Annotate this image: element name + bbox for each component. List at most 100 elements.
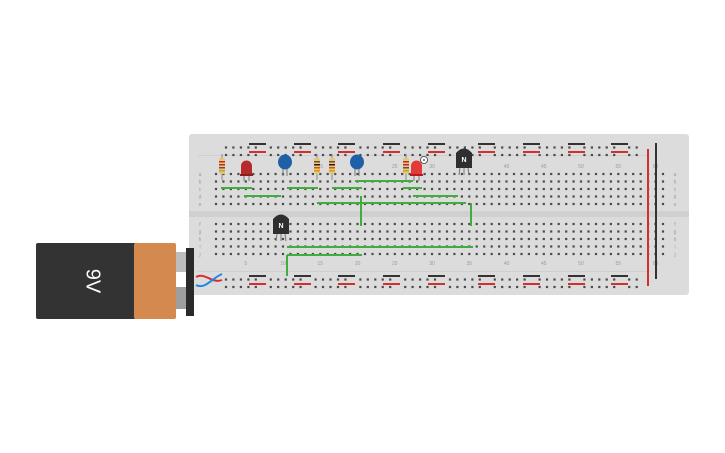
breadboard-hole[interactable] xyxy=(378,222,381,226)
breadboard-hole[interactable] xyxy=(404,146,407,149)
breadboard-hole[interactable] xyxy=(535,230,538,233)
breadboard-hole[interactable] xyxy=(237,252,240,256)
resistor[interactable] xyxy=(403,154,409,180)
breadboard-hole[interactable] xyxy=(468,222,471,226)
breadboard-hole[interactable] xyxy=(661,195,665,198)
breadboard-hole[interactable] xyxy=(538,285,541,289)
breadboard-hole[interactable] xyxy=(505,202,508,206)
breadboard-hole[interactable] xyxy=(438,222,441,226)
breadboard-hole[interactable] xyxy=(520,187,523,191)
breadboard-hole[interactable] xyxy=(237,195,240,198)
breadboard-hole[interactable] xyxy=(475,195,478,198)
breadboard-hole[interactable] xyxy=(252,222,255,226)
breadboard-hole[interactable] xyxy=(433,278,437,281)
breadboard-hole[interactable] xyxy=(214,245,218,248)
breadboard-hole[interactable] xyxy=(542,222,545,226)
breadboard-hole[interactable] xyxy=(617,237,620,241)
breadboard-hole[interactable] xyxy=(560,153,563,157)
breadboard-hole[interactable] xyxy=(572,202,575,206)
breadboard-hole[interactable] xyxy=(232,285,235,289)
breadboard-hole[interactable] xyxy=(460,187,463,191)
breadboard-hole[interactable] xyxy=(538,146,541,149)
breadboard-hole[interactable] xyxy=(635,285,638,289)
breadboard-hole[interactable] xyxy=(356,230,359,233)
breadboard-hole[interactable] xyxy=(557,195,560,198)
breadboard-hole[interactable] xyxy=(229,180,232,183)
breadboard-hole[interactable] xyxy=(430,230,434,233)
breadboard-hole[interactable] xyxy=(426,146,429,149)
breadboard-hole[interactable] xyxy=(356,172,359,176)
breadboard-hole[interactable] xyxy=(222,180,225,183)
breadboard-hole[interactable] xyxy=(269,278,272,281)
breadboard-hole[interactable] xyxy=(289,230,292,233)
breadboard-hole[interactable] xyxy=(475,202,478,206)
breadboard-hole[interactable] xyxy=(222,222,225,226)
breadboard-hole[interactable] xyxy=(274,187,277,191)
breadboard-hole[interactable] xyxy=(624,222,627,226)
breadboard-hole[interactable] xyxy=(366,278,369,281)
breadboard-hole[interactable] xyxy=(579,222,583,226)
breadboard-hole[interactable] xyxy=(542,230,545,233)
breadboard-hole[interactable] xyxy=(244,230,247,233)
breadboard-hole[interactable] xyxy=(505,230,508,233)
breadboard-hole[interactable] xyxy=(639,222,642,226)
breadboard-hole[interactable] xyxy=(468,195,471,198)
breadboard-hole[interactable] xyxy=(579,202,583,206)
breadboard-hole[interactable] xyxy=(535,180,538,183)
breadboard-hole[interactable] xyxy=(471,285,474,289)
breadboard-hole[interactable] xyxy=(214,230,218,233)
breadboard-hole[interactable] xyxy=(493,285,496,289)
breadboard-hole[interactable] xyxy=(341,237,344,241)
breadboard-hole[interactable] xyxy=(259,237,262,241)
breadboard-hole[interactable] xyxy=(639,230,642,233)
breadboard-hole[interactable] xyxy=(498,202,501,206)
breadboard-hole[interactable] xyxy=(508,153,511,157)
breadboard-hole[interactable] xyxy=(639,172,642,176)
breadboard-hole[interactable] xyxy=(512,202,516,206)
breadboard-hole[interactable] xyxy=(602,180,605,183)
breadboard-hole[interactable] xyxy=(269,146,272,149)
breadboard-hole[interactable] xyxy=(579,195,583,198)
breadboard-hole[interactable] xyxy=(378,195,381,198)
breadboard-hole[interactable] xyxy=(277,278,280,281)
breadboard-hole[interactable] xyxy=(274,172,277,176)
breadboard-hole[interactable] xyxy=(498,230,501,233)
breadboard-hole[interactable] xyxy=(281,252,285,256)
breadboard-hole[interactable] xyxy=(237,172,240,176)
breadboard-hole[interactable] xyxy=(545,285,549,289)
breadboard-hole[interactable] xyxy=(359,153,362,157)
breadboard-hole[interactable] xyxy=(304,237,307,241)
breadboard-hole[interactable] xyxy=(274,202,277,206)
breadboard-hole[interactable] xyxy=(527,195,530,198)
breadboard-hole[interactable] xyxy=(639,252,642,256)
breadboard-hole[interactable] xyxy=(594,187,598,191)
breadboard-hole[interactable] xyxy=(624,180,627,183)
breadboard-hole[interactable] xyxy=(609,252,612,256)
breadboard-hole[interactable] xyxy=(594,195,598,198)
breadboard-hole[interactable] xyxy=(237,230,240,233)
breadboard-hole[interactable] xyxy=(277,146,280,149)
breadboard-hole[interactable] xyxy=(628,153,631,157)
breadboard-hole[interactable] xyxy=(252,245,255,248)
breadboard-hole[interactable] xyxy=(501,278,504,281)
breadboard-hole[interactable] xyxy=(468,252,471,256)
breadboard-hole[interactable] xyxy=(252,237,255,241)
breadboard-hole[interactable] xyxy=(602,195,605,198)
breadboard-hole[interactable] xyxy=(229,230,232,233)
breadboard-hole[interactable] xyxy=(386,230,389,233)
breadboard-hole[interactable] xyxy=(624,187,627,191)
breadboard-hole[interactable] xyxy=(602,237,605,241)
breadboard-hole[interactable] xyxy=(237,245,240,248)
breadboard-hole[interactable] xyxy=(602,202,605,206)
breadboard-hole[interactable] xyxy=(411,278,414,281)
breadboard-hole[interactable] xyxy=(386,252,389,256)
breadboard-hole[interactable] xyxy=(568,278,571,281)
breadboard-hole[interactable] xyxy=(523,153,526,157)
breadboard-hole[interactable] xyxy=(393,237,396,241)
breadboard-hole[interactable] xyxy=(433,285,437,289)
breadboard-hole[interactable] xyxy=(478,146,481,149)
breadboard-hole[interactable] xyxy=(319,195,322,198)
breadboard-hole[interactable] xyxy=(430,252,434,256)
breadboard-hole[interactable] xyxy=(550,237,553,241)
breadboard-hole[interactable] xyxy=(587,230,590,233)
